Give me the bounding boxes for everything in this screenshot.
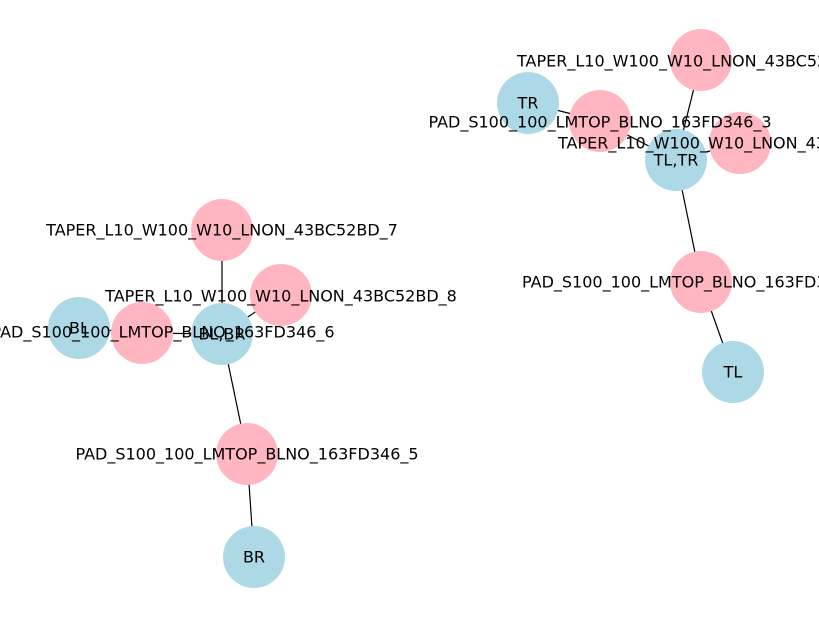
- node-label-taper_8: TAPER_L10_W100_W10_LNON_43BC52BD_8: [104, 287, 457, 307]
- node-taper_b: [709, 112, 771, 174]
- node-taper_a: [670, 29, 732, 91]
- node-tl: [702, 341, 764, 403]
- node-label-taper_7: TAPER_L10_W100_W10_LNON_43BC52BD_7: [45, 221, 398, 241]
- node-bl: [48, 297, 110, 359]
- node-layer: [48, 29, 771, 588]
- node-label-blbr: BL,BR: [198, 325, 245, 344]
- node-label-tltr: TL,TR: [653, 151, 699, 170]
- node-br: [223, 526, 285, 588]
- node-pad_6: [111, 302, 173, 364]
- label-layer: TR TL,TR TL BL BL,BR BR TAPER_L10_W100_W10_LNO…: [0, 52, 819, 567]
- node-label-pad_5: PAD_S100_100_LMTOP_BLNO_163FD346_5: [75, 445, 418, 465]
- node-label-br: BR: [243, 548, 265, 567]
- node-label-taper_b: TAPER_L10_W100_W10_LNON_43BC52BD_: [557, 134, 819, 154]
- node-label-pad_4: PAD_S100_100_LMTOP_BLNO_163FD346_4: [522, 273, 819, 293]
- node-tr: [497, 72, 559, 134]
- node-taper_7: [191, 199, 253, 261]
- node-label-bl: BL: [69, 319, 89, 338]
- node-label-taper_a: TAPER_L10_W100_W10_LNON_43BC52BD_: [516, 52, 819, 72]
- node-pad_4: [670, 251, 732, 313]
- node-label-pad_6: PAD_S100_100_LMTOP_BLNO_163FD346_6: [0, 323, 335, 343]
- node-blbr: [191, 303, 253, 365]
- node-label-pad_3: PAD_S100_100_LMTOP_BLNO_163FD346_3: [428, 113, 771, 133]
- node-pad_5: [216, 423, 278, 485]
- node-pad_3: [569, 90, 631, 152]
- node-tltr: [645, 129, 707, 191]
- node-label-tr: TR: [517, 94, 539, 113]
- node-label-tl: TL: [723, 363, 743, 382]
- node-taper_8: [250, 264, 312, 326]
